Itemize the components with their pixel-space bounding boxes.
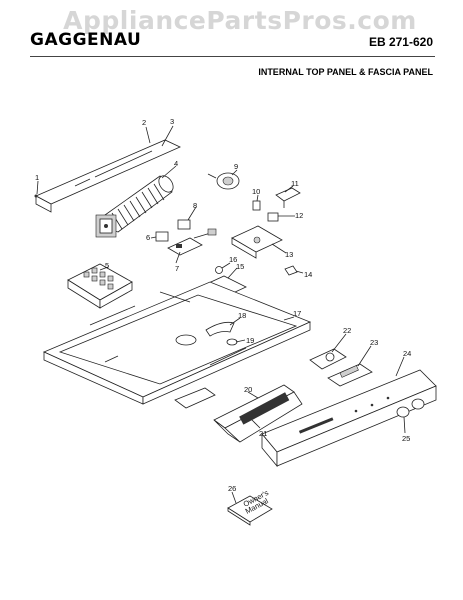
leader-lines	[36, 125, 406, 504]
callout-3: 3	[170, 117, 174, 126]
callout-19: 19	[246, 336, 254, 345]
callout-17: 17	[293, 309, 301, 318]
callout-25: 25	[402, 434, 410, 443]
callout-16: 16	[229, 255, 237, 264]
callout-20: 20	[244, 385, 252, 394]
part-knobs	[396, 398, 425, 418]
part-control-modules	[309, 348, 373, 387]
header-divider	[30, 56, 435, 57]
callout-11: 11	[291, 179, 299, 188]
callout-1: 1	[35, 173, 39, 182]
callout-6: 6	[146, 233, 150, 242]
callout-14: 14	[304, 270, 312, 279]
callout-numbers: 1 2 3 4 5 6 7 8 9 10 11 12 13 14 15 16 1…	[35, 117, 411, 493]
part-tangential-fan	[95, 175, 174, 238]
part-switch-group	[155, 219, 217, 256]
part-clip	[284, 265, 298, 276]
callout-26: 26	[228, 484, 236, 493]
callout-22: 22	[343, 326, 351, 335]
watermark: AppliancePartsPros.com	[63, 6, 417, 35]
callout-12: 12	[295, 211, 303, 220]
brand-logo: GAGGENAU	[30, 30, 142, 50]
callout-18: 18	[238, 311, 246, 320]
callout-21: 21	[259, 429, 267, 438]
part-trim-rail	[34, 139, 181, 213]
callout-7: 7	[175, 264, 179, 273]
part-fascia-panel	[261, 369, 437, 468]
callout-4: 4	[174, 159, 178, 168]
part-display-panel	[213, 384, 303, 443]
part-motor	[207, 172, 240, 190]
callout-8: 8	[193, 201, 197, 210]
callout-13: 13	[285, 250, 293, 259]
model-number: EB 271-620	[368, 35, 433, 49]
callout-15: 15	[236, 262, 244, 271]
part-owners-manual: Owner's Manual	[227, 488, 273, 526]
part-switch-plate	[231, 212, 283, 259]
part-internal-top-panel	[43, 281, 312, 409]
callout-10: 10	[252, 187, 260, 196]
callout-24: 24	[403, 349, 411, 358]
part-terminal-block	[67, 263, 133, 309]
callout-2: 2	[142, 118, 146, 127]
part-lever	[205, 321, 238, 346]
page-title: INTERNAL TOP PANEL & FASCIA PANEL	[258, 67, 433, 77]
callout-9: 9	[234, 162, 238, 171]
callout-5: 5	[105, 261, 109, 270]
callout-23: 23	[370, 338, 378, 347]
